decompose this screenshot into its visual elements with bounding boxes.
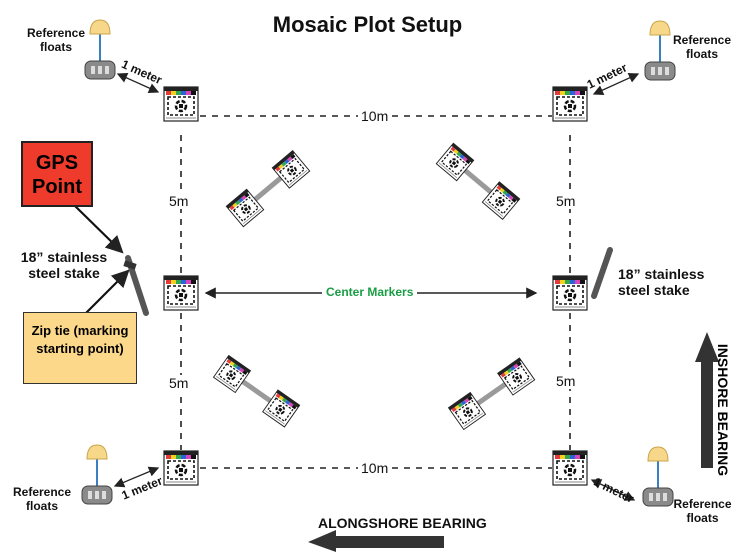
stake-left: [123, 255, 149, 316]
one-meter-arrows: [113, 72, 640, 501]
float-bottom-right: [642, 446, 674, 507]
inshore-bearing-arrow: [695, 332, 719, 468]
distance-5m-top-right: 5m: [553, 193, 579, 210]
distance-5m-bottom-right: 5m: [553, 373, 579, 390]
diagram-title: Mosaic Plot Setup: [272, 12, 463, 37]
gps-point-box: GPS Point: [21, 141, 93, 207]
stake-label-left: 18” stainless steel stake: [20, 249, 108, 282]
alongshore-bearing-arrow: [308, 530, 444, 552]
reference-floats-label-bottom-left: Reference floats: [12, 485, 72, 513]
inshore-bearing-label: INSHORE BEARING: [715, 343, 731, 477]
inshore-bearing-label-wrap: INSHORE BEARING: [713, 330, 733, 490]
distance-10m-top: 10m: [358, 108, 392, 125]
marker-bottom-left: [162, 449, 200, 487]
distance-5m-bottom-left: 5m: [166, 375, 192, 392]
reference-floats-label-top-left: Reference floats: [26, 26, 86, 54]
marker-top-left: [162, 85, 200, 123]
zip-tie-box: Zip tie (marking starting point): [23, 312, 137, 384]
marker-top-right: [551, 85, 589, 123]
distance-5m-top-left: 5m: [166, 193, 192, 210]
marker-center-left: [162, 274, 200, 312]
marker-center-right: [551, 274, 589, 312]
marker-bottom-right: [551, 449, 589, 487]
marker-pair-top-right: [436, 143, 519, 219]
float-bottom-left: [81, 444, 113, 505]
alongshore-bearing-label: ALONGSHORE BEARING: [318, 515, 487, 531]
zip-tie-arrow: [85, 269, 130, 314]
stake-label-right: 18” stainless steel stake: [618, 266, 705, 299]
reference-floats-label-top-right: Reference floats: [672, 33, 732, 61]
marker-pair-top-left: [226, 151, 309, 227]
distance-10m-bottom: 10m: [358, 460, 392, 477]
gps-arrow: [73, 204, 124, 254]
marker-pair-bottom-right: [449, 358, 535, 429]
center-markers-label: Center Markers: [322, 285, 418, 300]
plot-boundary: [180, 115, 571, 469]
reference-floats-label-bottom-right: Reference floats: [673, 497, 732, 525]
marker-pair-bottom-left: [214, 356, 300, 427]
stake-right: [591, 247, 613, 299]
